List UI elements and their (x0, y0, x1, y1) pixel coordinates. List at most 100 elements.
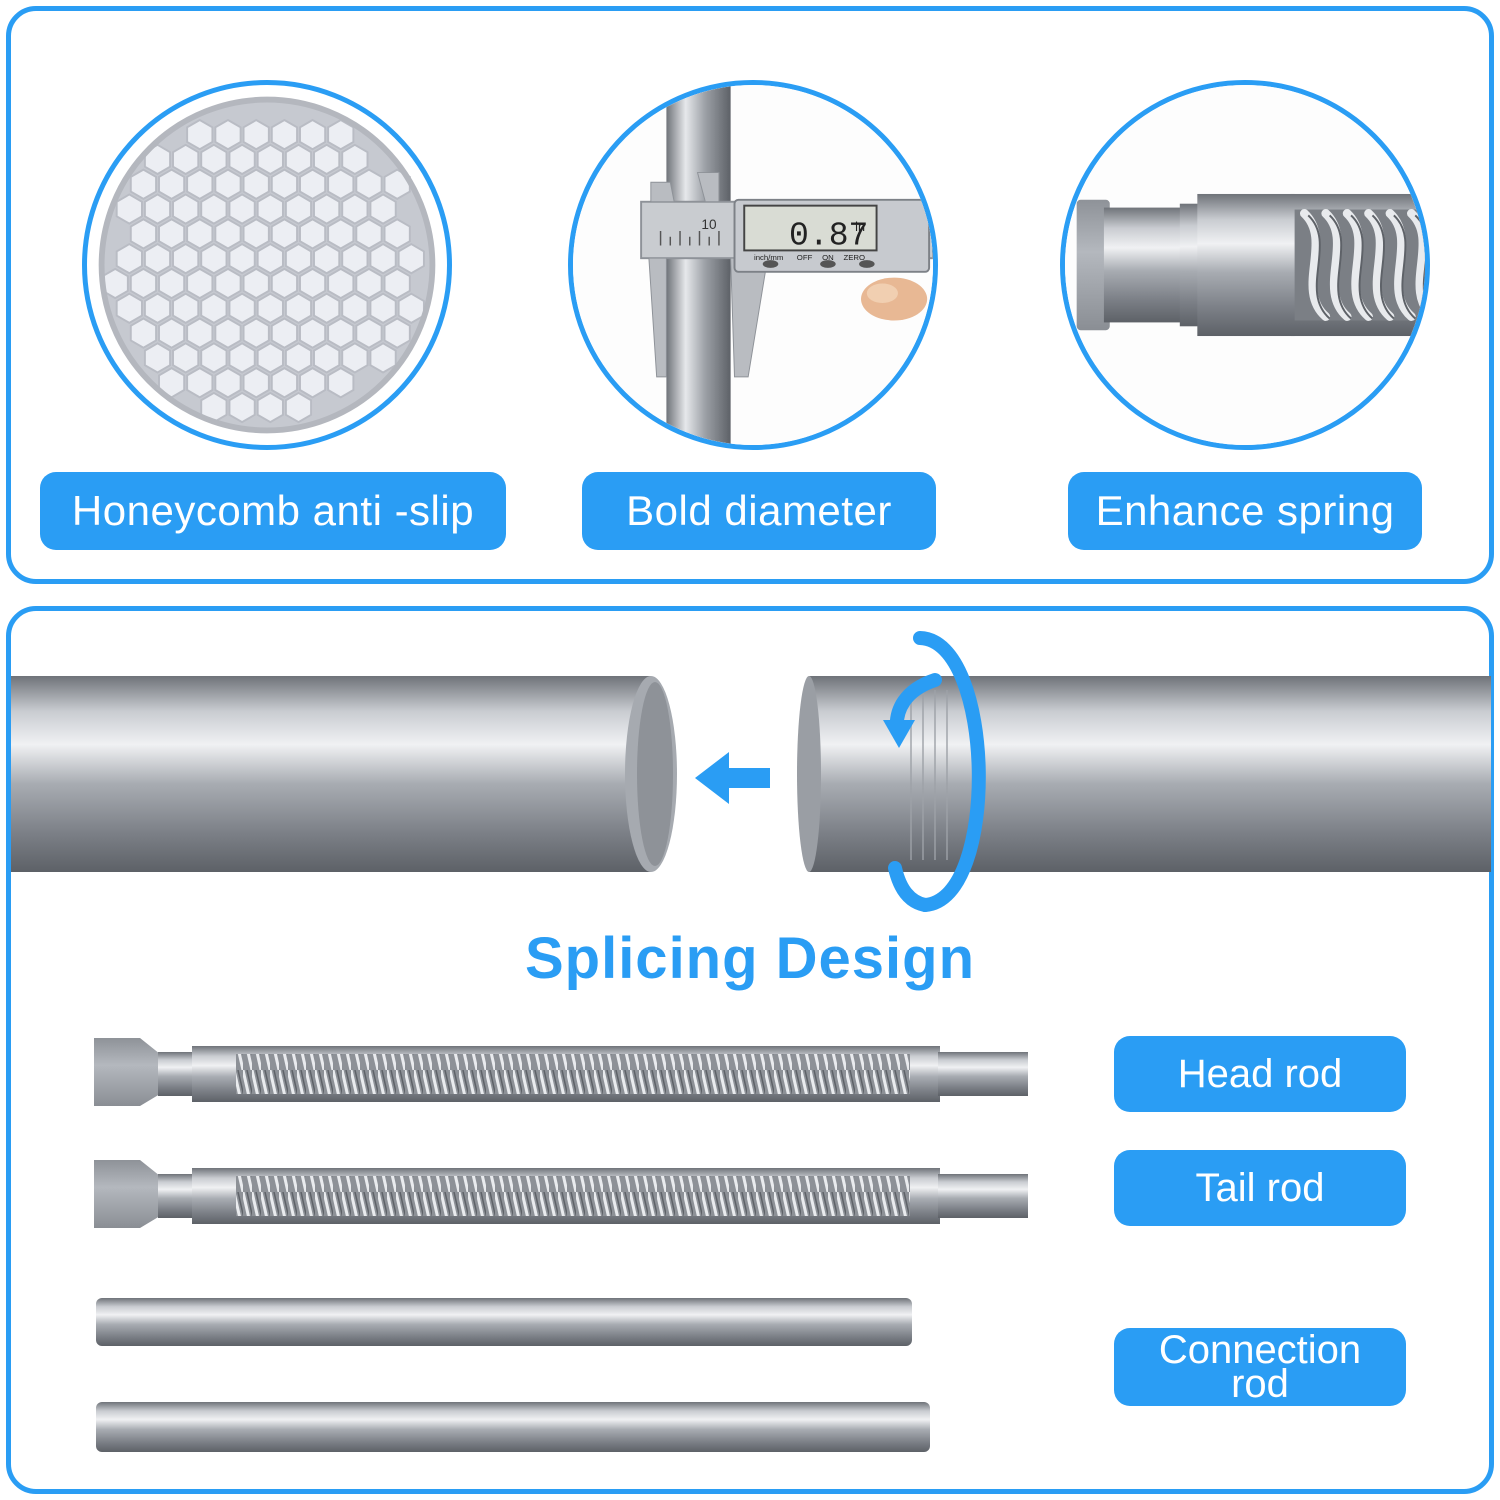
honeycomb-cell (228, 292, 256, 325)
honeycomb-cell (242, 267, 270, 300)
spring-coil-shadow (1371, 214, 1395, 320)
honeycomb-cell (327, 317, 355, 349)
honeycomb-cell (397, 292, 425, 325)
honeycomb-cell (129, 267, 158, 300)
honeycomb-cell (299, 317, 327, 349)
honeycomb-cell (270, 118, 299, 151)
honeycomb-cell (284, 242, 313, 275)
honeycomb-cell (228, 242, 256, 275)
honeycomb-cell (383, 218, 411, 250)
honeycomb-cell (214, 367, 242, 399)
honeycomb-cell (186, 367, 214, 399)
honeycomb-cell (299, 218, 327, 250)
honeycomb-cell (299, 267, 327, 300)
honeycomb-cell (143, 342, 172, 374)
caliper-off-button-label: OFF (797, 253, 813, 262)
honeycomb-cell (158, 168, 186, 200)
honeycomb-cell (270, 367, 299, 399)
spring-coils (1299, 209, 1425, 321)
honeycomb-cell (341, 342, 369, 374)
honeycomb-cell (186, 218, 214, 250)
caliper-unit: in (855, 220, 865, 234)
left-arrow-icon (695, 752, 770, 804)
honeycomb-cell (214, 218, 242, 250)
honeycomb-cell (214, 317, 242, 349)
honeycomb-cell (397, 242, 425, 275)
honeycomb-cell (172, 242, 200, 275)
honeycomb-cell (369, 242, 397, 275)
honeycomb-cell (256, 342, 284, 374)
honeycomb-cell (242, 118, 270, 151)
honeycomb-cell (383, 267, 411, 300)
spring-coil-shadow (1328, 214, 1352, 320)
honeycomb-cell (327, 168, 355, 200)
feature-label-spring: Enhance spring (1068, 472, 1422, 550)
honeycomb-cell (256, 292, 284, 325)
honeycomb-cell (115, 193, 143, 225)
honeycomb-cell (186, 118, 214, 151)
honeycomb-cell (270, 267, 299, 300)
honeycomb-cell (115, 242, 143, 275)
honeycomb-cell (228, 342, 256, 374)
honeycomb-cell (313, 292, 341, 325)
honeycomb-cell (270, 168, 299, 200)
honeycomb-cell (129, 168, 158, 200)
honeycomb-cell (313, 242, 341, 275)
honeycomb-cell (313, 342, 341, 374)
honeycomb-cell (284, 193, 313, 225)
honeycomb-cell (256, 193, 284, 225)
honeycomb-cell (186, 267, 214, 300)
honeycomb-cell (200, 143, 228, 176)
honeycomb-cell (355, 218, 383, 250)
part-label-tail-rod: Tail rod (1114, 1150, 1406, 1226)
honeycomb-cell (200, 292, 228, 325)
honeycomb-cell (270, 218, 299, 250)
honeycomb-cell (115, 292, 143, 325)
rotate-arrow-icon (883, 631, 986, 912)
caliper-zero-button-label: ZERO (843, 253, 865, 262)
feature-label-honeycomb: Honeycomb anti -slip (40, 472, 506, 550)
part-label-connection-rod: Connection rod (1114, 1328, 1406, 1406)
honeycomb-cell (129, 218, 158, 250)
honeycomb-cell (228, 193, 256, 225)
honeycomb-cell (214, 168, 242, 200)
honeycomb-cell (158, 317, 186, 349)
honeycomb-cell (341, 143, 369, 176)
honeycomb-cell (341, 193, 369, 225)
honeycomb-cell (355, 317, 383, 349)
spring-coil-shadow (1350, 214, 1374, 320)
honeycomb-cell (186, 317, 214, 349)
honeycomb-cell (143, 292, 172, 325)
honeycomb-cell (341, 242, 369, 275)
spring-coil (1321, 209, 1352, 321)
honeycomb-cell (129, 317, 158, 349)
spring-coil (1299, 209, 1331, 321)
spring-coil (1407, 209, 1425, 315)
honeycomb-cell (299, 118, 327, 151)
honeycomb-cell (284, 391, 313, 424)
spring-coil (1385, 209, 1416, 321)
honeycomb-cell (355, 267, 383, 300)
honeycomb-cell (200, 193, 228, 225)
honeycomb-cell (228, 143, 256, 176)
honeycomb-cell (284, 143, 313, 176)
caliper-scale-mark: 10 (701, 217, 717, 232)
honeycomb-cell (369, 292, 397, 325)
connection-rod-2 (96, 1402, 930, 1452)
honeycomb-cell (172, 143, 200, 176)
honeycomb-cell (284, 292, 313, 325)
left-tube (11, 676, 651, 872)
tail-rod (94, 1160, 1028, 1228)
spring-coil-shadow (1307, 214, 1331, 320)
spring-coil-shadow (1393, 214, 1416, 320)
honeycomb-cell (172, 193, 200, 225)
honeycomb-pattern (101, 118, 425, 424)
honeycomb-cell (242, 317, 270, 349)
caliper-on-button-label: ON (822, 253, 834, 262)
honeycomb-cell (299, 168, 327, 200)
connection-rod-1 (96, 1298, 912, 1346)
honeycomb-cell (270, 317, 299, 349)
honeycomb-cell (256, 391, 284, 424)
honeycomb-cell (256, 143, 284, 176)
honeycomb-cell (369, 193, 397, 225)
